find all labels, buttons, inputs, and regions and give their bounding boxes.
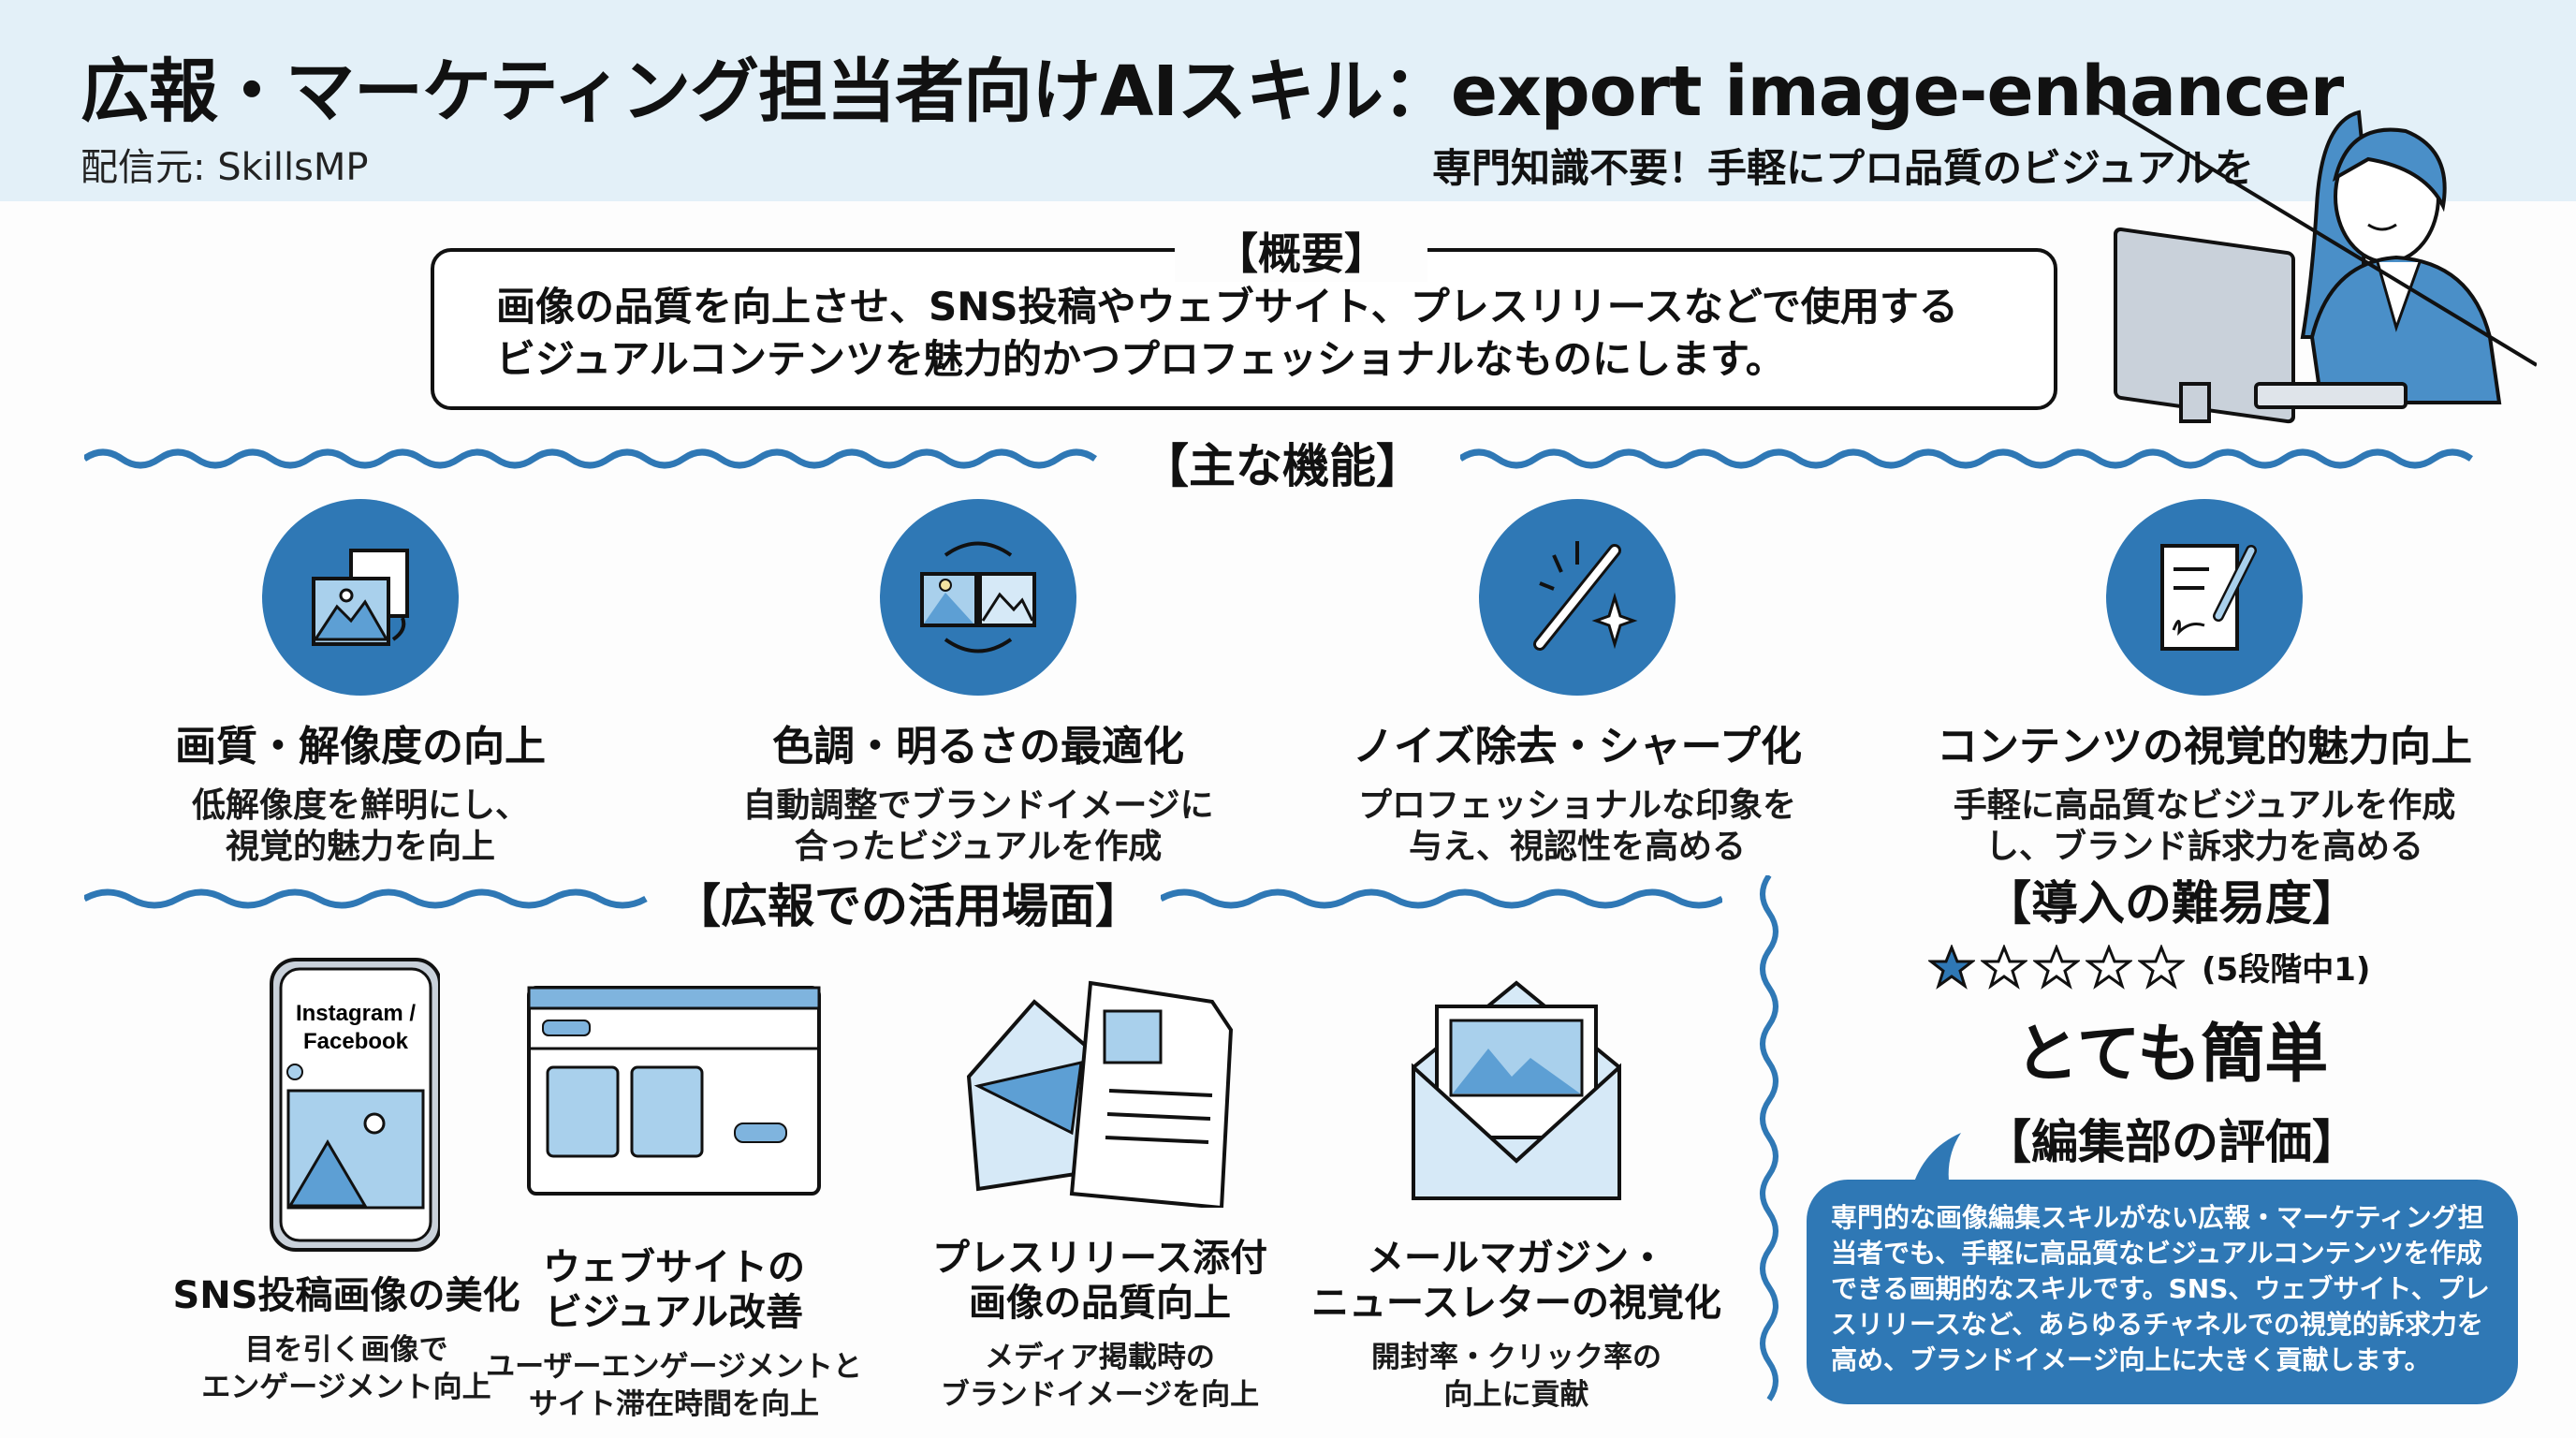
feature-desc: 低解像度を鮮明にし、 視覚的魅力を向上 (89, 785, 632, 868)
use-case-desc-line: エンゲージメント向上 (201, 1371, 491, 1404)
press-release-icon (966, 980, 1234, 1208)
feature-desc-line: 合ったビジュアルを作成 (794, 828, 1163, 866)
difficulty-value: とても簡単 (2014, 1018, 2329, 1092)
feature-desc: 手軽に高品質なビジュアルを作成 し、ブランド訴求力を高める (1933, 785, 2476, 868)
overview-line-1: 画像の品質を向上させ、SNS投稿やウェブサイト、プレスリリースなどで使用する (496, 284, 1958, 330)
use-case-desc: メディア掲載時の ブランドイメージを向上 (894, 1339, 1306, 1414)
feature-desc: 自動調整でブランドイメージに 合ったビジュアルを作成 (707, 785, 1250, 868)
magic-wand-icon (1479, 499, 1676, 696)
feature-title: コンテンツの視覚的魅力向上 (1937, 723, 2472, 770)
feature-desc: プロフェッショナルな印象を 与え、視認性を高める (1306, 785, 1849, 868)
document-pen-icon (2106, 499, 2303, 696)
review-heading: 【編集部の評価】 (1984, 1115, 2359, 1169)
use-case-title: SNS投稿画像の美化 (172, 1274, 520, 1317)
feature-desc-line: 手軽に高品質なビジュアルを作成 (1953, 786, 2456, 825)
color-adjust-icon (880, 499, 1076, 696)
newsletter-envelope-icon (1412, 980, 1621, 1200)
use-case-card: プレスリリース添付 画像の品質向上 メディア掲載時の ブランドイメージを向上 (894, 974, 1306, 1414)
use-case-desc-line: 目を引く画像で (244, 1333, 448, 1367)
overview-heading: 【概要】 (1175, 220, 1427, 282)
use-case-title: メールマガジン・ ニュースレターの視覚化 (1310, 1236, 1722, 1326)
difficulty-rating: (5段階中1) (1928, 944, 2370, 990)
tagline: 専門知識不要！手軽にプロ品質のビジュアルを (1432, 145, 2254, 191)
use-case-desc-line: サイト滞在時間を向上 (529, 1387, 819, 1421)
feature-desc-line: し、ブランド訴求力を高める (1984, 828, 2423, 866)
use-case-desc: 目を引く画像で エンゲージメント向上 (140, 1331, 552, 1406)
feature-card: コンテンツの視覚的魅力向上 手軽に高品質なビジュアルを作成 し、ブランド訴求力を… (1933, 499, 2476, 868)
use-case-card: ウェブサイトの ビジュアル改善 ユーザーエンゲージメントと サイト滞在時間を向上 (468, 983, 880, 1423)
wave-divider (84, 448, 1098, 469)
wave-divider (84, 888, 648, 909)
overview-line-2: ビジュアルコンテンツを魅力的かつプロフェッショナルなものにします。 (496, 336, 1785, 382)
feature-desc-line: 低解像度を鮮明にし、 (191, 786, 529, 825)
header-band (0, 0, 2576, 201)
star-filled-icon (1928, 944, 1975, 990)
feature-desc-line: 視覚的魅力を向上 (225, 828, 495, 866)
review-bubble: 専門的な画像編集スキルがない広報・マーケティング担当者でも、手軽に高品質なビジュ… (1807, 1180, 2518, 1404)
use-case-title-line: ビジュアル改善 (545, 1291, 803, 1334)
star-empty-icon (2138, 944, 2185, 990)
svg-text:Instagram /: Instagram / (296, 1001, 416, 1026)
features-heading: 【主な機能】 (1142, 439, 1423, 493)
browser-window-icon (527, 986, 821, 1196)
page-title: 広報・マーケティング担当者向けAIスキル：export image-enhanc… (80, 51, 2344, 132)
feature-card: ノイズ除去・シャープ化 プロフェッショナルな印象を 与え、視認性を高める (1306, 499, 1849, 868)
use-case-desc-line: ユーザーエンゲージメントと (486, 1350, 862, 1384)
wave-divider (1161, 888, 1722, 909)
overview-text: 画像の品質を向上させ、SNS投稿やウェブサイト、プレスリリースなどで使用する ビ… (496, 281, 2031, 386)
star-empty-icon (1981, 944, 2027, 990)
use-case-card: メールマガジン・ ニュースレターの視覚化 開封率・クリック率の 向上に貢献 (1310, 974, 1722, 1414)
wave-divider (1460, 448, 2474, 469)
svg-text:Facebook: Facebook (303, 1029, 409, 1054)
source-label: 配信元: SkillsMP (80, 146, 369, 189)
smartphone-icon: Instagram / Facebook (270, 958, 440, 1252)
use-case-desc: ユーザーエンゲージメントと サイト滞在時間を向上 (468, 1348, 880, 1423)
feature-card: 画質・解像度の向上 低解像度を鮮明にし、 視覚的魅力を向上 (89, 499, 632, 868)
use-case-title: プレスリリース添付 画像の品質向上 (894, 1236, 1306, 1326)
vertical-wave-divider (1760, 875, 1778, 1401)
use-case-title: ウェブサイトの ビジュアル改善 (468, 1245, 880, 1335)
rating-note: (5段階中1) (2202, 951, 2371, 989)
feature-desc-line: 与え、視認性を高める (1408, 828, 1746, 866)
use-case-title-line: 画像の品質向上 (969, 1282, 1231, 1325)
difficulty-heading: 【導入の難易度】 (1984, 876, 2359, 931)
feature-title: 画質・解像度の向上 (175, 723, 546, 770)
use-case-desc-line: 開封率・クリック率の (1371, 1341, 1661, 1374)
use-case-title-line: ニュースレターの視覚化 (1311, 1282, 1721, 1325)
star-empty-icon (2033, 944, 2080, 990)
feature-desc-line: プロフェッショナルな印象を (1357, 786, 1796, 825)
use-cases-heading: 【広報での活用場面】 (674, 879, 1142, 933)
use-case-title-line: ウェブサイトの (543, 1246, 805, 1289)
woman-at-computer-illustration (2087, 94, 2537, 424)
use-case-desc-line: メディア掲載時の (985, 1341, 1215, 1374)
use-case-title-line: メールマガジン・ (1367, 1237, 1666, 1280)
image-upscale-icon (262, 499, 459, 696)
use-case-desc: 開封率・クリック率の 向上に貢献 (1310, 1339, 1722, 1414)
feature-desc-line: 自動調整でブランドイメージに (742, 786, 1214, 825)
use-case-title-line: プレスリリース添付 (932, 1237, 1267, 1280)
use-case-card: Instagram / Facebook SNS投稿画像の美化 目を引く画像で … (140, 955, 552, 1406)
use-case-desc-line: ブランドイメージを向上 (940, 1378, 1260, 1412)
feature-title: ノイズ除去・シャープ化 (1352, 723, 1803, 770)
star-empty-icon (2086, 944, 2132, 990)
use-case-desc-line: 向上に貢献 (1443, 1378, 1589, 1412)
feature-title: 色調・明るさの最適化 (772, 723, 1184, 770)
feature-card: 色調・明るさの最適化 自動調整でブランドイメージに 合ったビジュアルを作成 (707, 499, 1250, 868)
